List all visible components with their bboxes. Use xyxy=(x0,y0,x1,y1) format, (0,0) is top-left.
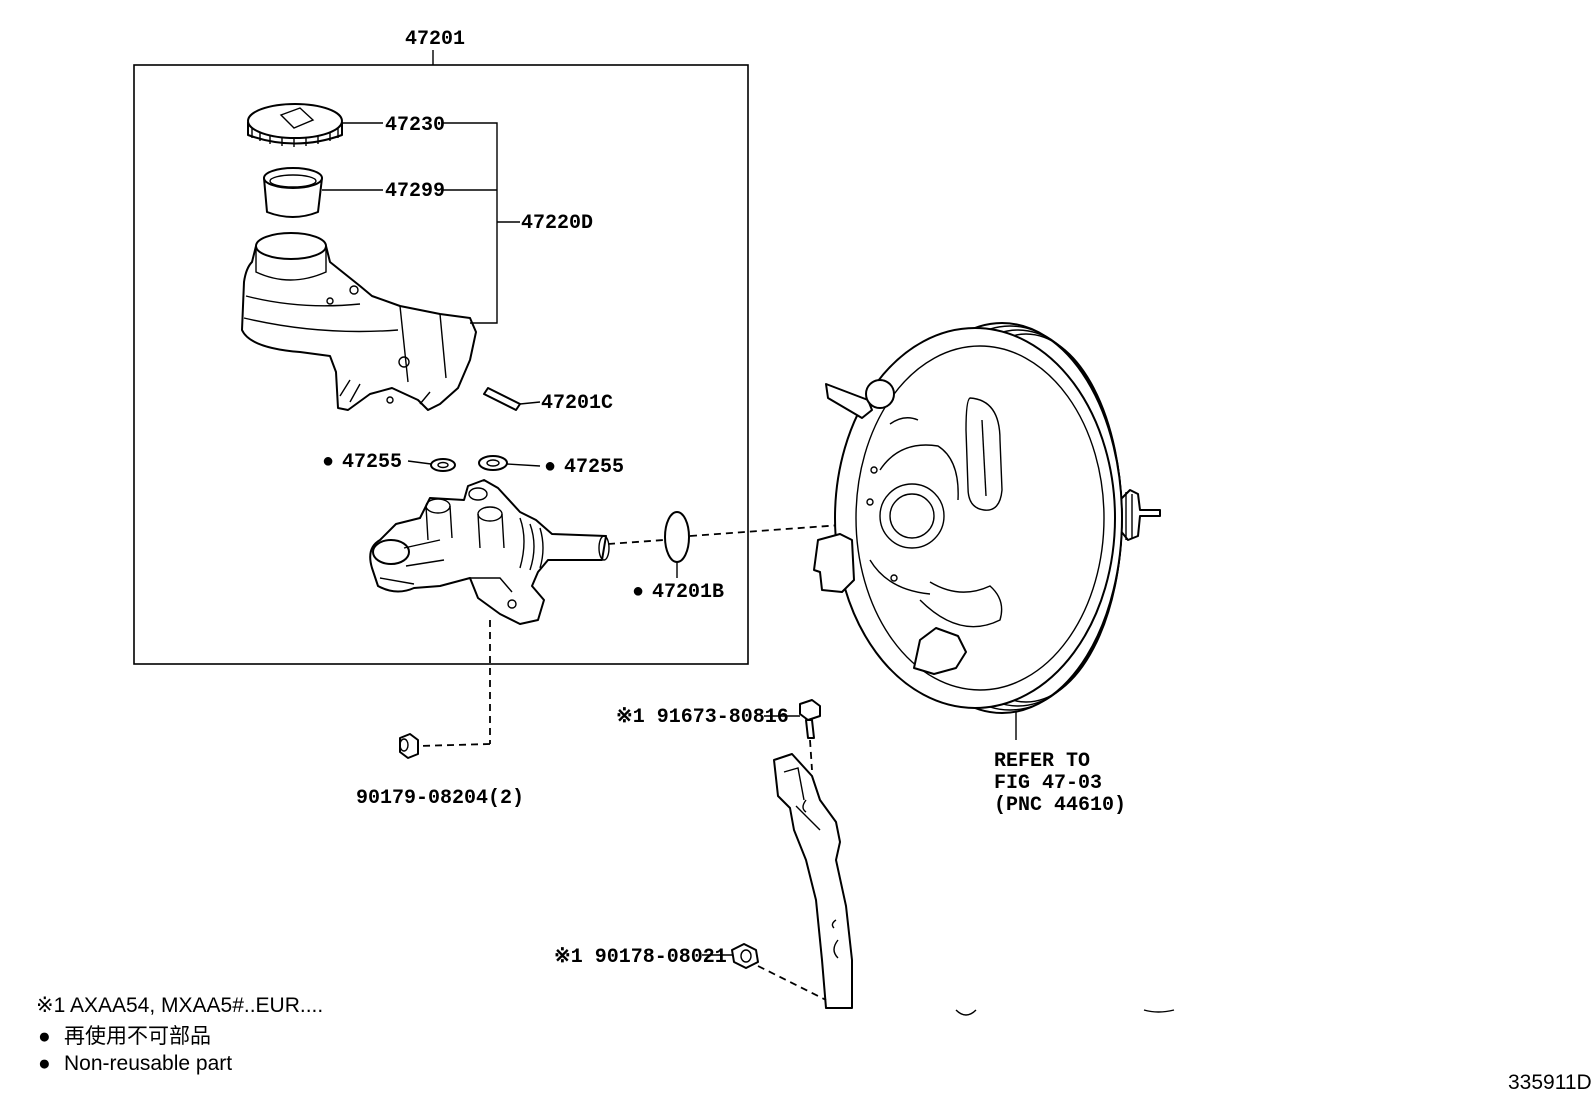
legend-marker-en: ● xyxy=(38,1052,51,1075)
figure-code: 335911D xyxy=(1508,1071,1592,1094)
callout-91673-80816: ※1 91673-80816 xyxy=(616,706,789,729)
booster-refer-line-1: REFER TO xyxy=(994,750,1090,773)
reservoir-strainer xyxy=(263,167,323,218)
reservoir-pin xyxy=(483,387,521,411)
legend-text-en: Non-reusable part xyxy=(64,1052,232,1075)
non-reusable-marker: ● xyxy=(322,451,334,474)
grommet-right xyxy=(478,455,508,471)
grommet-left xyxy=(430,458,456,472)
callout-90179-08204: 90179-08204(2) xyxy=(356,787,524,810)
callout-90178-08021: ※1 90178-08021 xyxy=(554,946,727,969)
legend-marker-jp: ● xyxy=(38,1025,51,1048)
brake-reservoir xyxy=(241,232,477,411)
o-ring xyxy=(664,511,690,563)
brake-booster xyxy=(813,322,1161,714)
assembly-box xyxy=(133,64,749,665)
cylinder-nut xyxy=(399,733,419,759)
callout-47255-left: 47255 xyxy=(342,451,402,474)
reservoir-cap xyxy=(247,103,343,147)
reservoir-set-bracket xyxy=(442,122,520,324)
callout-47255-right: 47255 xyxy=(564,456,624,479)
legend-footnote: ※1 AXAA54, MXAA5#..EUR.... xyxy=(36,994,323,1017)
booster-refer-line-2: FIG 47-03 xyxy=(994,772,1102,795)
legend: ※1 AXAA54, MXAA5#..EUR.... ● 再使用不可部品 ● N… xyxy=(36,994,323,1075)
callout-47220D: 47220D xyxy=(521,212,593,235)
booster-refer-line-3: (PNC 44610) xyxy=(994,794,1126,817)
callout-47299: 47299 xyxy=(385,180,445,203)
bracket-nut xyxy=(731,943,759,969)
non-reusable-marker: ● xyxy=(632,581,644,604)
master-cylinder xyxy=(369,479,610,625)
callout-47201C: 47201C xyxy=(541,392,613,415)
legend-text-jp: 再使用不可部品 xyxy=(64,1025,211,1048)
non-reusable-marker: ● xyxy=(544,456,556,479)
callout-47201B: 47201B xyxy=(652,581,724,604)
pedal-bracket xyxy=(773,753,853,1009)
callout-47230: 47230 xyxy=(385,114,445,137)
booster-bolt xyxy=(799,699,821,739)
callout-47201: 47201 xyxy=(405,28,465,51)
assembly-group: 47201 xyxy=(133,28,749,665)
